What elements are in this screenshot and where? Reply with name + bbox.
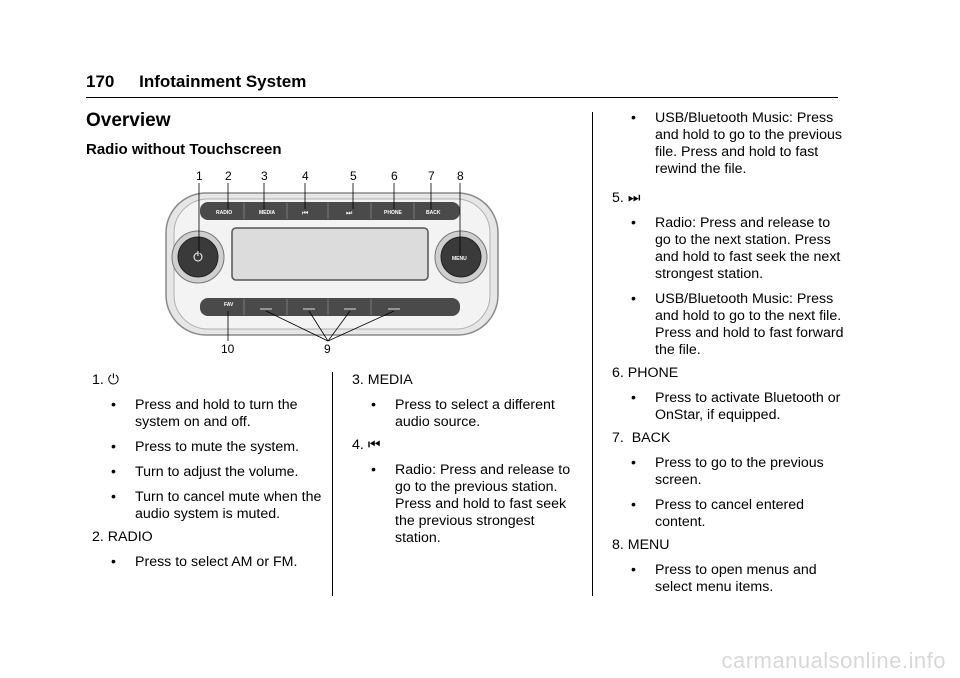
column-1: 1.⏻ •Press and hold to turn the system o… (92, 372, 322, 577)
bullet: •Press to open menus and select menu ite… (631, 562, 817, 595)
page-subtitle: Radio without Touchscreen (86, 141, 282, 158)
list-item: 8. MENU •Press to open menus and select … (612, 537, 844, 596)
page-number: 170 (86, 72, 115, 91)
bullet: •Press to activate Bluetooth or OnStar, … (631, 390, 841, 423)
list-item: •USB/Bluetooth Music: Press and hold to … (612, 110, 844, 178)
media-button[interactable]: MEDIA (259, 210, 276, 216)
seek-back-button-icon[interactable]: ⏮ (302, 209, 308, 217)
item-number: 3. MEDIA (352, 372, 413, 388)
callout-5: 5 (350, 169, 357, 183)
menu-knob-label: MENU (452, 256, 467, 262)
callout-9: 9 (324, 342, 331, 356)
bullet: •USB/Bluetooth Music: Press and hold to … (631, 291, 844, 358)
bullet: •Radio: Press and release to go to the n… (631, 215, 841, 282)
callout-2: 2 (225, 169, 232, 183)
bullet: •Press to go to the previous screen. (631, 455, 824, 488)
callout-1: 1 (196, 169, 203, 183)
bullet: •Radio: Press and release to go to the p… (371, 462, 571, 546)
item-number: 4. (352, 437, 364, 453)
menu-knob[interactable] (440, 236, 482, 278)
bottom-button-strip (200, 298, 460, 316)
bullet: •Press and hold to turn the system on an… (111, 397, 298, 430)
bullet: •Press to select a different audio sourc… (371, 397, 555, 430)
watermark: carmanualsonline.info (721, 648, 946, 673)
list-item: 7. BACK •Press to go to the previous scr… (612, 430, 844, 531)
page-header: 170 Infotainment System (86, 72, 306, 92)
section-title: Infotainment System (139, 72, 307, 91)
bullet: •Press to mute the system. (111, 439, 300, 455)
bullet: •Turn to adjust the volume. (111, 464, 299, 480)
header-rule (86, 97, 838, 98)
bullet: •Press to select AM or FM. (111, 554, 298, 570)
column-2: 3. MEDIA •Press to select a different au… (352, 372, 580, 553)
bullet: •USB/Bluetooth Music: Press and hold to … (631, 110, 842, 177)
item-number: 2. RADIO (92, 529, 153, 545)
item-number: 5. (612, 190, 624, 206)
callout-7: 7 (428, 169, 435, 183)
radio-panel-figure: 1 2 3 4 5 6 7 8 10 9 RADIO MEDIA ⏮ ⏭ PHO… (160, 165, 500, 360)
power-volume-knob[interactable] (177, 236, 219, 278)
seek-back-icon: ⏮ (367, 437, 381, 453)
callout-6: 6 (391, 169, 398, 183)
bullet: •Turn to cancel mute when the audio syst… (111, 489, 322, 522)
list-item: 2. RADIO •Press to select AM or FM. (92, 529, 322, 571)
column-divider (592, 112, 593, 596)
list-item: 5.⏭ •Radio: Press and release to go to t… (612, 190, 844, 359)
seek-forward-button-icon[interactable]: ⏭ (346, 209, 353, 217)
list-item: 4.⏮ •Radio: Press and release to go to t… (352, 437, 580, 547)
column-3: •USB/Bluetooth Music: Press and hold to … (612, 108, 844, 602)
seek-forward-icon: ⏭ (627, 190, 641, 206)
power-icon: ⏻ (107, 372, 119, 388)
list-item: 6. PHONE •Press to activate Bluetooth or… (612, 365, 844, 424)
list-item: 3. MEDIA •Press to select a different au… (352, 372, 580, 431)
item-number: 8. MENU (612, 537, 670, 553)
phone-button[interactable]: PHONE (384, 210, 402, 216)
page-title: Overview (86, 110, 171, 131)
top-button-strip (200, 202, 460, 220)
item-number: 1. (92, 372, 104, 388)
back-button[interactable]: BACK (426, 210, 441, 216)
fav-button[interactable]: FAV (224, 302, 234, 308)
item-number: 7. BACK (612, 430, 671, 446)
callout-10: 10 (221, 342, 235, 356)
list-item: 1.⏻ •Press and hold to turn the system o… (92, 372, 322, 523)
column-divider (332, 372, 333, 596)
callout-4: 4 (302, 169, 309, 183)
display-screen (231, 227, 429, 281)
radio-button[interactable]: RADIO (216, 210, 232, 216)
item-number: 6. PHONE (612, 365, 679, 381)
callout-8: 8 (457, 169, 464, 183)
bullet: •Press to cancel entered content. (631, 497, 805, 530)
callout-3: 3 (261, 169, 268, 183)
